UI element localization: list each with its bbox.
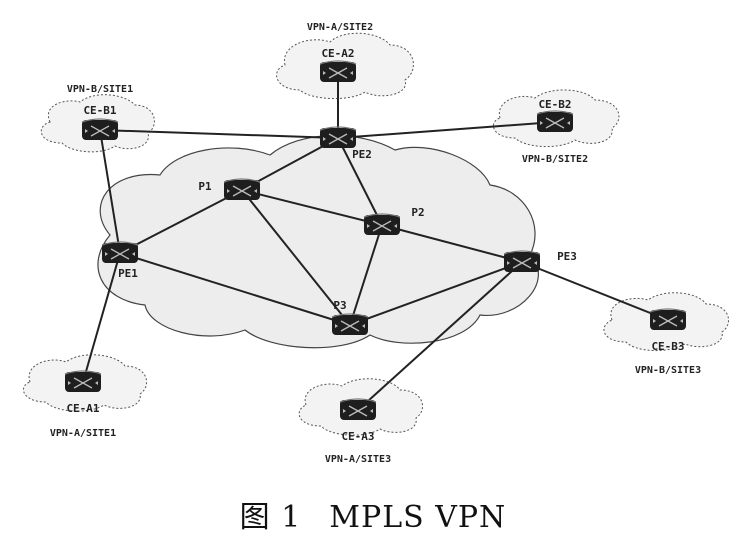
link-p3-pe3 [349, 261, 523, 326]
site-label-vpn-b-site3: VPN-B/SITE3 [635, 365, 701, 376]
router-label-pe3: PE3 [557, 250, 577, 263]
router-ce-b2[interactable] [536, 110, 574, 133]
router-pe1[interactable] [101, 241, 139, 264]
router-icon [363, 213, 401, 236]
link-pe3-ce-a3 [357, 261, 523, 411]
router-icon [64, 370, 102, 393]
router-label-p2: P2 [411, 206, 424, 219]
router-pe2[interactable] [319, 126, 357, 149]
link-pe2-p2 [337, 137, 383, 226]
link-ce-b1-pe2 [99, 129, 339, 139]
router-label-ce-a2: CE-A2 [321, 47, 354, 60]
figure-title: MPLS VPN [329, 500, 507, 535]
router-icon [101, 241, 139, 264]
site-label-vpn-a-site1: VPN-A/SITE1 [50, 428, 116, 439]
router-icon [503, 250, 541, 273]
router-label-ce-b3: CE-B3 [651, 340, 684, 353]
router-icon [223, 178, 261, 201]
link-p2-pe3 [381, 224, 523, 263]
router-icon [319, 60, 357, 83]
router-p2[interactable] [363, 213, 401, 236]
router-label-ce-b2: CE-B2 [538, 98, 571, 111]
router-ce-a2[interactable] [319, 60, 357, 83]
router-icon [319, 126, 357, 149]
router-pe3[interactable] [503, 250, 541, 273]
site-label-vpn-a-site3: VPN-A/SITE3 [325, 454, 391, 465]
labels: VPN-A/SITE2 CE-A2 VPN-B/SITE1 CE-B1 CE-B… [50, 22, 701, 465]
router-label-ce-b1: CE-B1 [83, 104, 116, 117]
router-label-ce-a1: CE-A1 [66, 402, 99, 415]
router-p1[interactable] [223, 178, 261, 201]
link-pe1-p3 [119, 252, 351, 326]
link-pe3-ce-b3 [521, 261, 669, 321]
router-ce-a3[interactable] [339, 398, 377, 421]
site-label-vpn-a-site2: VPN-A/SITE2 [307, 22, 373, 33]
links [82, 72, 669, 411]
router-p3[interactable] [331, 313, 369, 336]
link-p1-p3 [241, 189, 351, 326]
router-label-pe1: PE1 [118, 267, 138, 280]
router-label-p1: P1 [198, 180, 212, 193]
site-label-vpn-b-site1: VPN-B/SITE1 [67, 84, 133, 95]
link-p1-pe1 [119, 189, 243, 254]
link-ce-b1-pe1 [99, 129, 121, 254]
site-label-vpn-b-site2: VPN-B/SITE2 [522, 154, 588, 165]
router-icon [536, 110, 574, 133]
router-icon [81, 118, 119, 141]
figure-number: 图 1 [239, 500, 302, 535]
link-ce-a1-pe1 [82, 252, 121, 383]
router-label-pe2: PE2 [352, 148, 372, 161]
mpls-vpn-topology: VPN-A/SITE2 CE-A2 VPN-B/SITE1 CE-B1 CE-B… [22, 22, 730, 465]
router-label-ce-a3: CE-A3 [341, 430, 374, 443]
link-ce-b2-pe2 [337, 121, 556, 139]
router-ce-b3[interactable] [649, 308, 687, 331]
router-ce-b1[interactable] [81, 118, 119, 141]
figure-caption: 图 1 MPLS VPN [0, 492, 746, 536]
link-p1-p2 [241, 189, 383, 226]
router-ce-a1[interactable] [64, 370, 102, 393]
router-icon [649, 308, 687, 331]
link-p2-p3 [349, 224, 383, 326]
router-icon [331, 313, 369, 336]
router-icon [339, 398, 377, 421]
router-label-p3: P3 [333, 299, 346, 312]
